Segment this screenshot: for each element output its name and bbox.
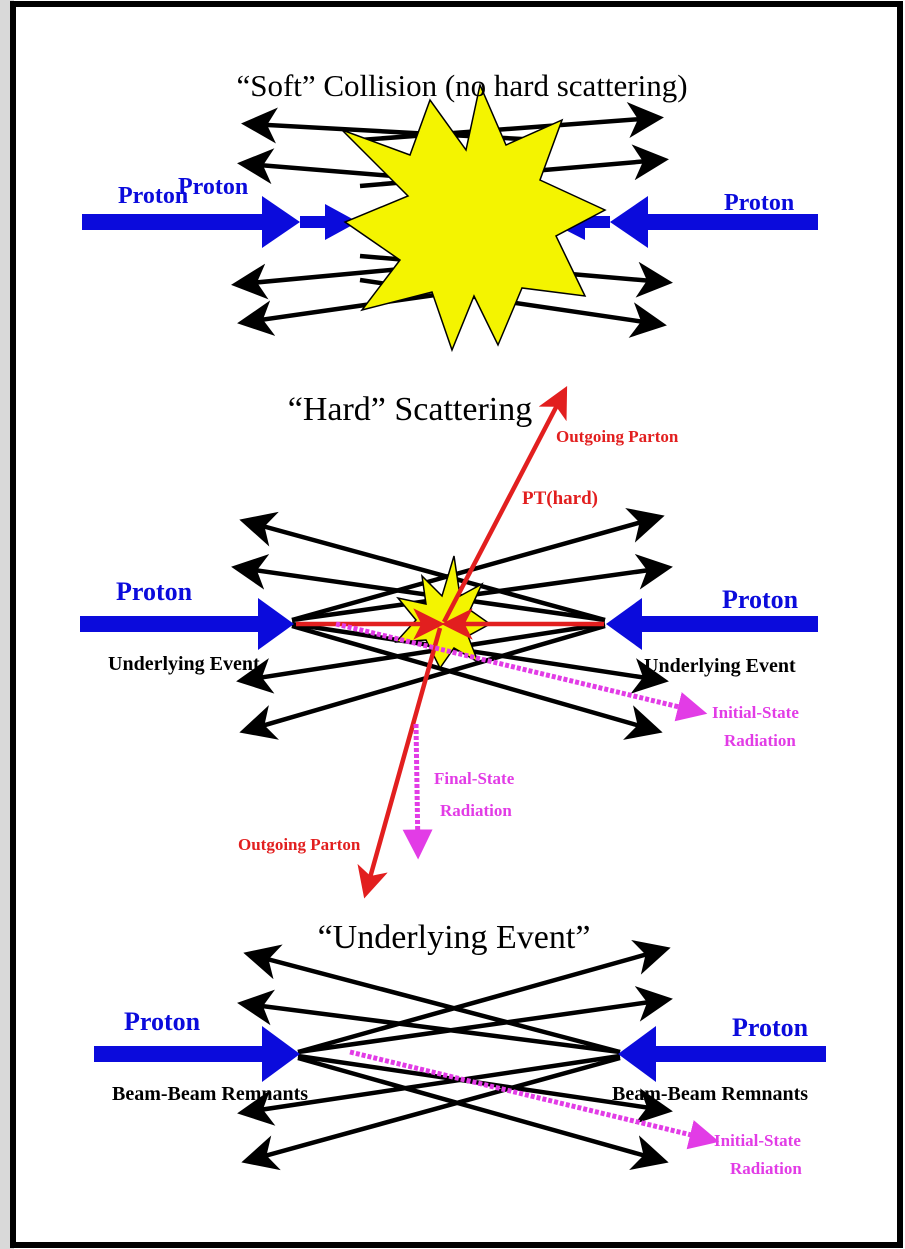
- hard-scattering-panel: “Hard” Scattering Proton Proto: [80, 391, 818, 892]
- hard-right-proton-label: Proton: [722, 585, 799, 614]
- underlying-arrow: [246, 1004, 620, 1052]
- soft-title: “Soft” Collision (no hard scattering): [236, 68, 687, 103]
- hard-isr-line1-label: Initial-State: [712, 703, 799, 722]
- outgoing-parton-top-label: Outgoing Parton: [556, 427, 679, 446]
- hard-arrow: [292, 626, 654, 730]
- underlying-arrow: [298, 1000, 664, 1052]
- outgoing-parton-bottom-arrow: [366, 628, 440, 892]
- soft-collision-panel: “Soft” Collision (no hard scattering) Pr…: [82, 68, 818, 350]
- final-state-radiation-arrow: [416, 724, 418, 852]
- underlying-isr-line2-label: Radiation: [730, 1159, 802, 1178]
- underlying-arrow: [298, 1058, 660, 1160]
- fsr-line2-label: Radiation: [440, 801, 512, 820]
- fsr-line1-label: Final-State: [434, 769, 515, 788]
- outgoing-parton-bottom-label: Outgoing Parton: [238, 835, 361, 854]
- soft-left-beam: [82, 196, 300, 248]
- underlying-right-remnants-label: Beam-Beam Remnants: [612, 1083, 808, 1105]
- underlying-beams: [94, 1026, 826, 1082]
- underlying-event-panel: “Underlying Event” Proton Proton Beam-Be…: [94, 919, 826, 1178]
- underlying-arrow: [298, 950, 662, 1052]
- soft-left-inner-proton-label: Proton: [178, 174, 248, 200]
- pt-hard-label: PT(hard): [522, 488, 598, 509]
- underlying-left-proton-label: Proton: [124, 1007, 201, 1036]
- underlying-title: “Underlying Event”: [318, 919, 591, 956]
- underlying-arrow: [252, 955, 620, 1052]
- underlying-isr-line1-label: Initial-State: [714, 1131, 801, 1150]
- hard-left-proton-label: Proton: [116, 577, 193, 606]
- soft-right-proton-label: Proton: [724, 190, 794, 216]
- underlying-black-arrows: [246, 950, 664, 1160]
- hard-isr-line2-label: Radiation: [724, 731, 796, 750]
- hard-right-underlying-label: Underlying Event: [644, 655, 796, 677]
- underlying-right-proton-label: Proton: [732, 1013, 809, 1042]
- hard-title: “Hard” Scattering: [288, 391, 533, 428]
- hard-left-underlying-label: Underlying Event: [108, 653, 260, 675]
- underlying-left-remnants-label: Beam-Beam Remnants: [112, 1083, 308, 1105]
